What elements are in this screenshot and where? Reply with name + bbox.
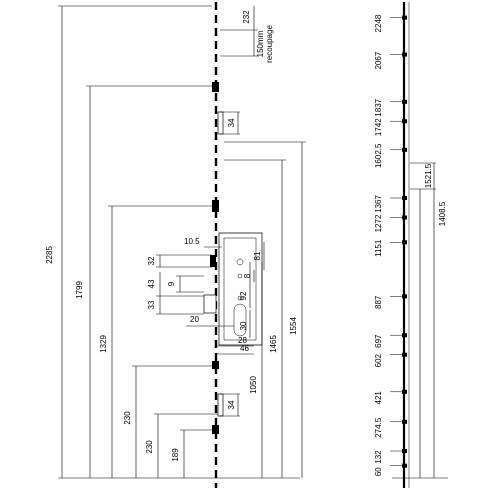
- side-label: 1742: [374, 118, 383, 136]
- dim-1329: 1329: [99, 335, 108, 353]
- side-part-marker: [402, 463, 407, 468]
- side-part-marker: [402, 419, 407, 424]
- dim-30: 30: [239, 321, 248, 330]
- side-label: 1837: [374, 98, 383, 116]
- screw-hole-a: [237, 273, 243, 279]
- side-label: 887: [374, 295, 383, 309]
- dim-34-upper: 34: [227, 118, 236, 127]
- side-label: 602: [374, 353, 383, 367]
- dim-10-5: 10.5: [184, 237, 200, 246]
- dim-2285: 2285: [45, 246, 54, 264]
- dim-8: 8: [243, 273, 252, 278]
- lower-hook: [217, 393, 224, 417]
- side-label: 274.5: [374, 417, 383, 438]
- roller-block-upper: [212, 200, 219, 212]
- front-right-dimensions: 1554 1465 1050 232 150mm recoupage 34 34: [220, 6, 306, 478]
- front-view: [203, 2, 263, 488]
- side-part-marker: [402, 333, 407, 338]
- lock-detail-dimensions: 10.5 32 43 9 33 20 28 46 30 92: [147, 237, 265, 355]
- deadbolt: [210, 255, 216, 267]
- dim-34-lower: 34: [227, 400, 236, 409]
- side-part-marker: [402, 15, 407, 20]
- roller-block-top: [212, 82, 219, 92]
- side-label: 132: [374, 450, 383, 464]
- spindle-hole: [236, 258, 244, 266]
- cut-note-line-2: recoupage: [265, 25, 274, 63]
- side-label: 1367: [374, 195, 383, 213]
- dim-81: 81: [253, 251, 262, 260]
- side-view-ticks: [390, 15, 407, 468]
- latch-bolt: [203, 294, 217, 314]
- side-part-marker: [402, 99, 407, 104]
- dim-28: 28: [238, 336, 247, 345]
- side-label: 1151: [374, 239, 383, 257]
- dim-189: 189: [171, 448, 180, 462]
- screw-hole-b: [237, 295, 243, 301]
- roller-block-lower: [212, 425, 219, 434]
- side-part-marker: [402, 352, 407, 357]
- side-part-marker: [402, 389, 407, 394]
- side-part-marker: [402, 52, 407, 57]
- dim-1799: 1799: [75, 281, 84, 299]
- side-label: 2067: [374, 51, 383, 69]
- side-part-marker: [402, 240, 407, 245]
- dim-33: 33: [147, 300, 156, 309]
- side-part-marker: [402, 147, 407, 152]
- roller-block-middle: [212, 361, 219, 369]
- dim-1554: 1554: [289, 317, 298, 335]
- dim-43: 43: [147, 279, 156, 288]
- side-part-marker: [402, 294, 407, 299]
- side-label: 421: [374, 391, 383, 405]
- side-dim-1408-5: 1408.5: [438, 201, 447, 226]
- side-part-marker: [402, 215, 407, 220]
- side-label: 697: [374, 334, 383, 348]
- side-label: 1272: [374, 214, 383, 232]
- dim-46: 46: [240, 344, 249, 353]
- dim-230: 230: [145, 440, 154, 454]
- lock-case-inner: [223, 237, 257, 341]
- side-label: 60: [374, 467, 383, 476]
- side-part-marker: [402, 449, 407, 453]
- dim-20: 20: [190, 315, 199, 324]
- dim-232: 232: [242, 10, 251, 24]
- dim-32: 32: [147, 256, 156, 265]
- dim-659: 230: [123, 411, 132, 425]
- cylinder-cutout: [233, 303, 247, 337]
- dim-1465: 1465: [269, 335, 278, 353]
- front-dimensions: 2285 1799 1329 230 230 189: [45, 5, 300, 479]
- cut-note-line-1: 150mm: [256, 30, 265, 57]
- dim-9: 9: [167, 281, 176, 286]
- side-part-marker: [402, 196, 407, 200]
- dim-1050: 1050: [249, 376, 258, 394]
- side-label: 2248: [374, 14, 383, 32]
- side-label: 1602.5: [374, 143, 383, 168]
- dim-92: 92: [239, 291, 248, 300]
- upper-hook: [217, 111, 224, 135]
- side-part-marker: [402, 119, 407, 124]
- side-dim-1521-5: 1521.5: [424, 163, 433, 188]
